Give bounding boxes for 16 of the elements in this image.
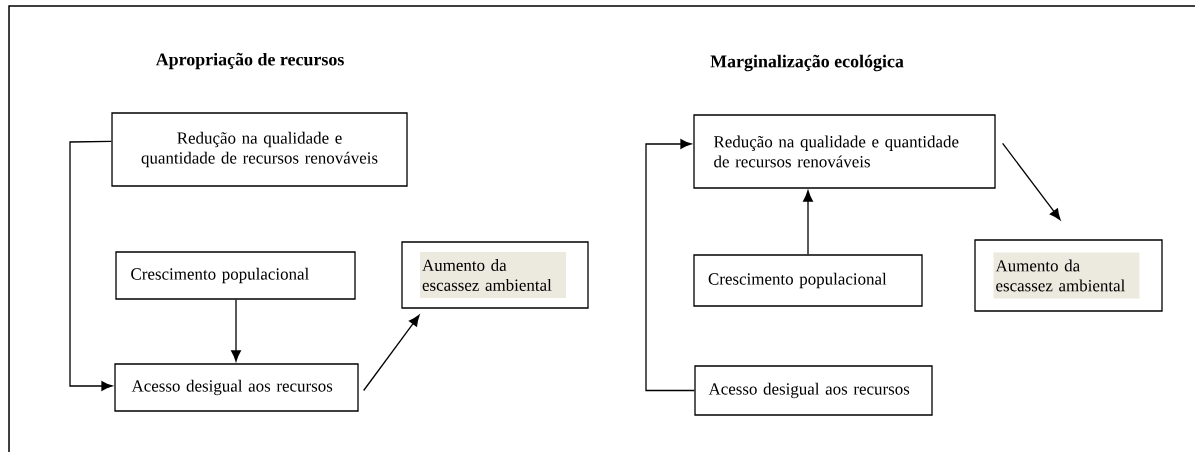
arrow <box>363 314 420 392</box>
arrow <box>1002 142 1061 221</box>
arrow <box>645 139 695 392</box>
process-box: Crescimento populacional <box>693 254 923 307</box>
process-box: Redução na qualidade e quantidade de recursos renováveis <box>693 114 996 189</box>
process-box: Acesso desigual aos recursos <box>694 365 933 416</box>
process-box: Acesso desigual aos recursos <box>114 363 359 412</box>
process-box: Redução na qualidade e quantidade de recursos renováveis <box>111 112 408 187</box>
result-box: Aumento da escassez ambiental <box>401 241 589 309</box>
result-box: Aumento da escassez ambiental <box>974 239 1163 312</box>
panel-heading: Apropriação de recursos <box>155 52 344 70</box>
panel-heading: Marginalização ecológica <box>710 54 904 72</box>
arrow <box>803 190 813 255</box>
arrow <box>69 140 113 391</box>
process-box: Crescimento populacional <box>115 251 356 300</box>
arrow <box>231 299 241 362</box>
